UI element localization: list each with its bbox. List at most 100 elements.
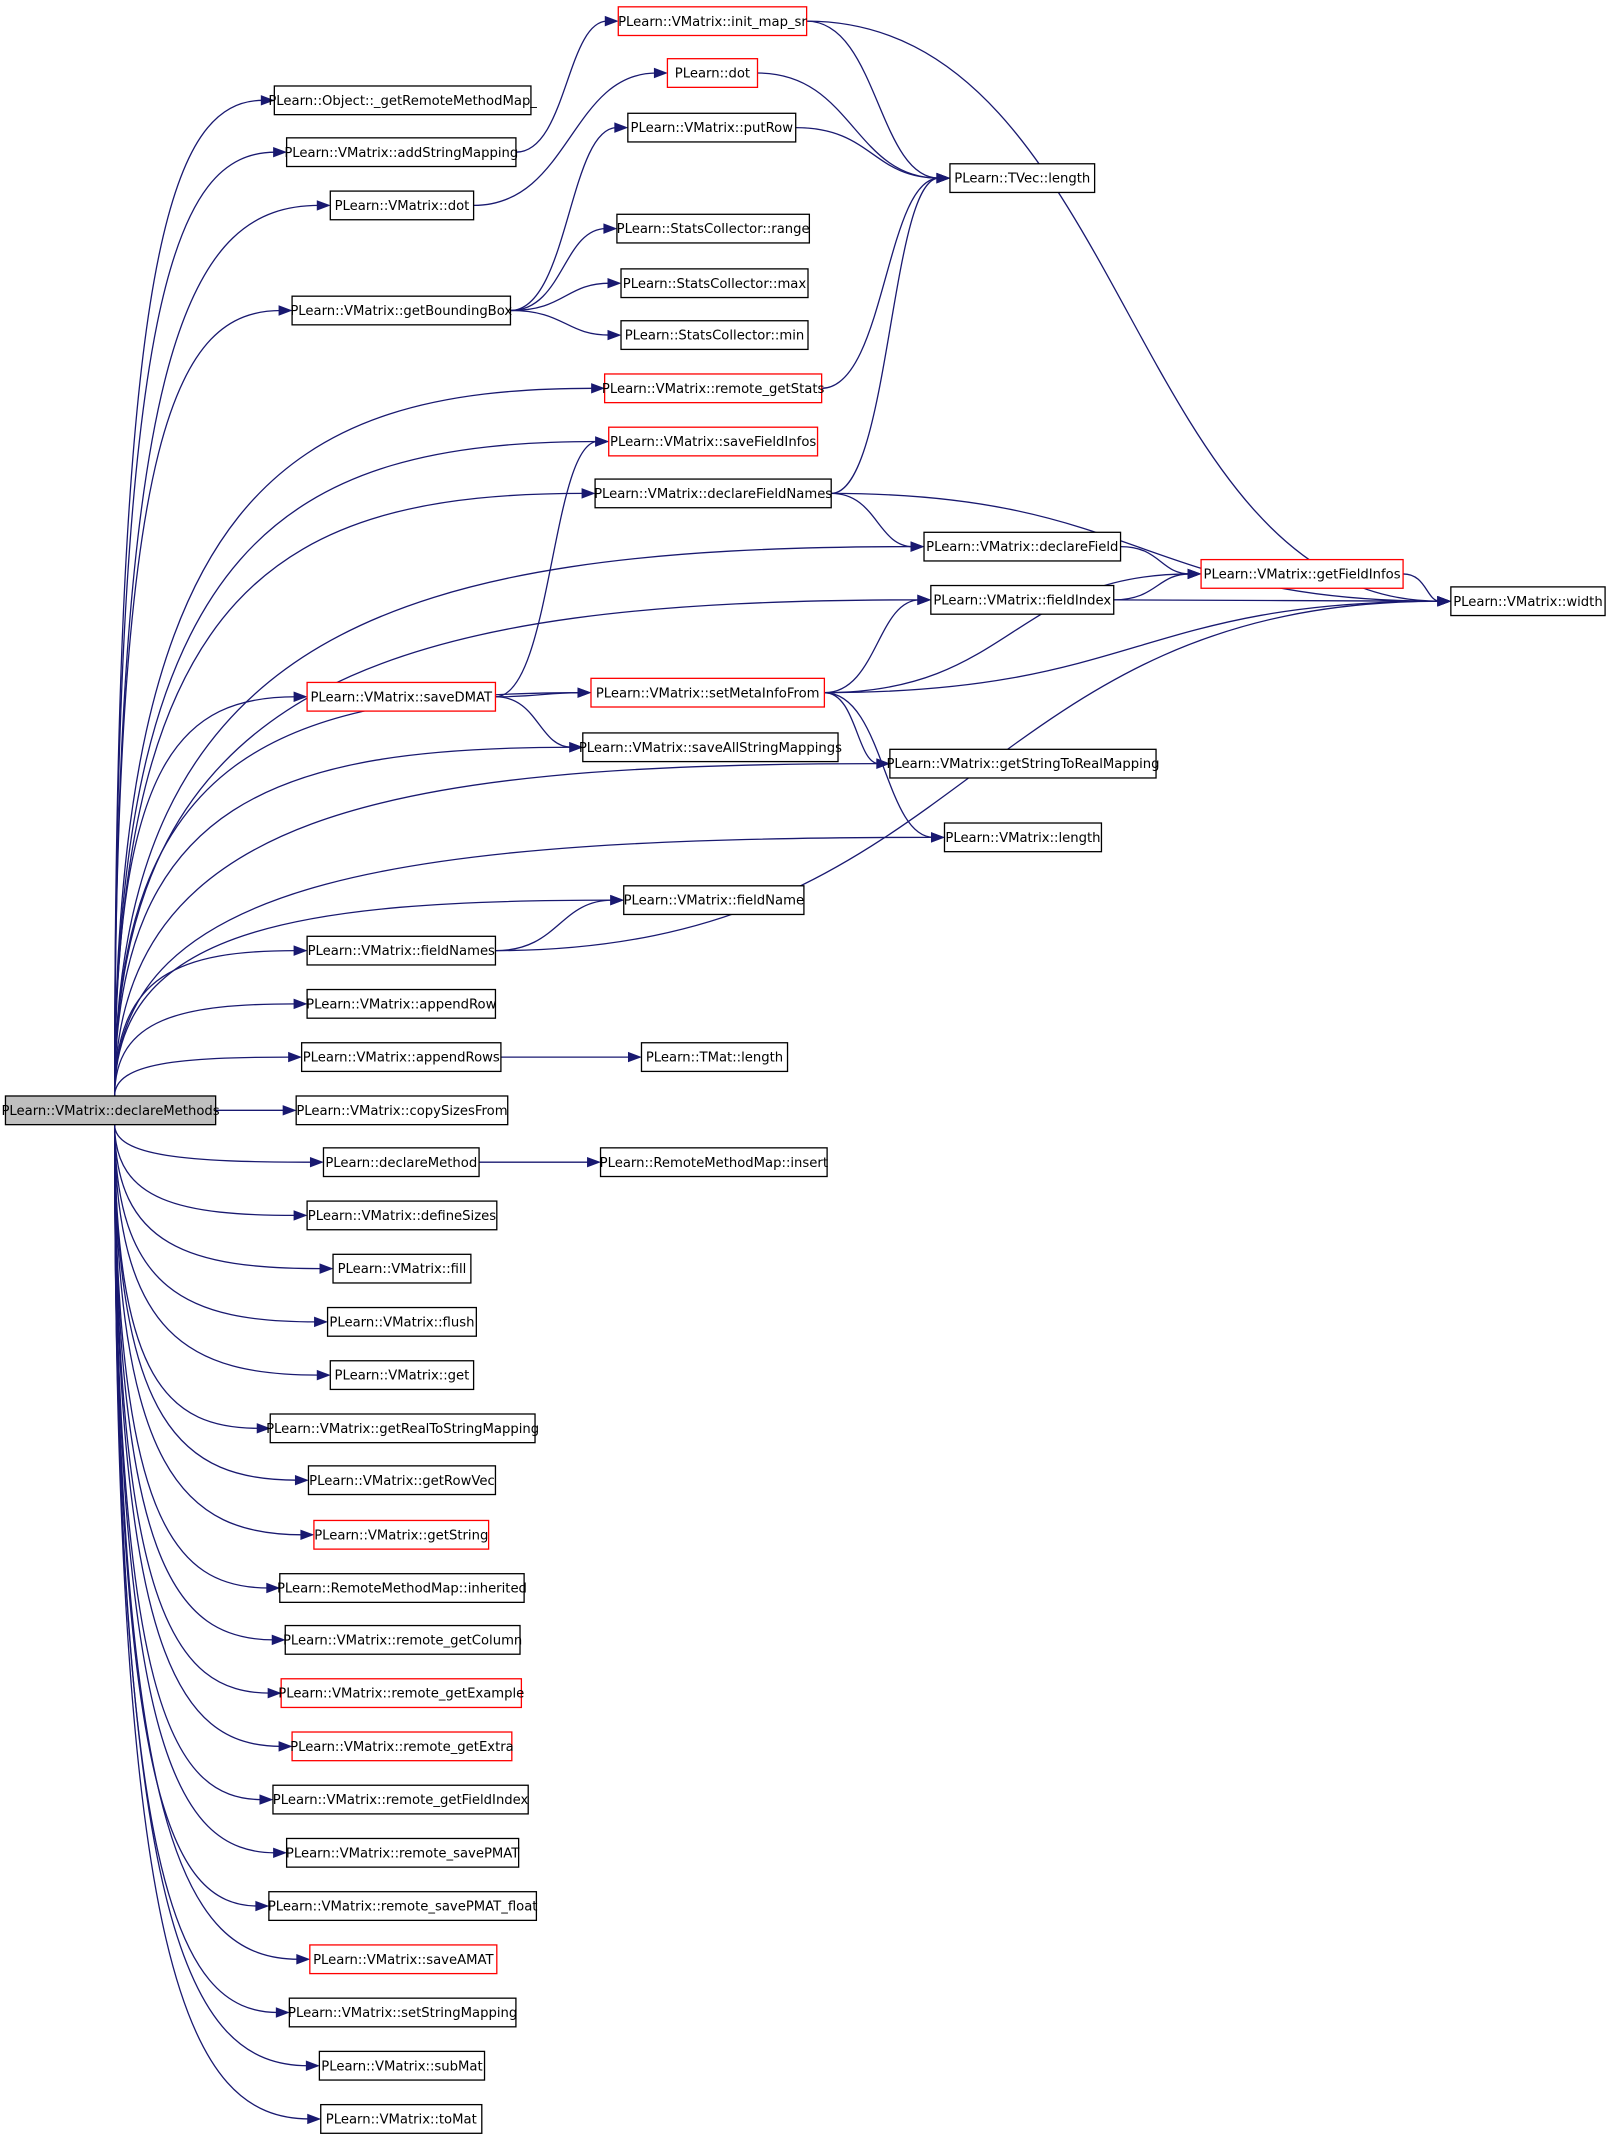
node-getRemoteMethodMap[interactable]: PLearn::Object::_getRemoteMethodMap_ [268, 85, 537, 116]
edge-line [113, 836, 934, 1096]
node-fieldName[interactable]: PLearn::VMatrix::fieldName [623, 885, 805, 916]
node-insert[interactable]: PLearn::RemoteMethodMap::insert [600, 1147, 828, 1178]
node-remote_savePMAT_float[interactable]: PLearn::VMatrix::remote_savePMAT_float [268, 1891, 538, 1922]
node-box [309, 1944, 498, 1975]
edge-line [510, 126, 617, 312]
node-inherited[interactable]: PLearn::RemoteMethodMap::inherited [277, 1573, 527, 1604]
edge-line [113, 1124, 320, 1376]
arrowhead-icon [266, 1582, 281, 1594]
edge-line [113, 1003, 297, 1096]
node-label: PLearn::VMatrix::fieldName [624, 894, 804, 909]
node-remote_getFieldIndex[interactable]: PLearn::VMatrix::remote_getFieldIndex [272, 1784, 529, 1815]
node-fieldIndex[interactable]: PLearn::VMatrix::fieldIndex [930, 584, 1115, 615]
node-box [291, 295, 512, 326]
node-saveFieldInfos[interactable]: PLearn::VMatrix::saveFieldInfos [608, 426, 819, 457]
node-copySizesFrom[interactable]: PLearn::VMatrix::copySizesFrom [295, 1095, 509, 1126]
arrowhead-icon [316, 200, 331, 211]
arrowhead-icon [603, 223, 618, 234]
edge-getBoundingBox-to-range [510, 223, 618, 312]
node-root[interactable]: PLearn::VMatrix::declareMethods [1, 1095, 220, 1126]
edge-line [113, 1124, 275, 1641]
node-putRow[interactable]: PLearn::VMatrix::putRow [627, 112, 797, 143]
node-min[interactable]: PLearn::StatsCollector::min [620, 320, 809, 351]
node-getStringToRealMapping[interactable]: PLearn::VMatrix::getStringToRealMapping [886, 748, 1159, 779]
node-fill[interactable]: PLearn::VMatrix::fill [332, 1253, 472, 1284]
node-getRealToStringMapping[interactable]: PLearn::VMatrix::getRealToStringMapping [266, 1413, 539, 1444]
node-label: PLearn::VMatrix::remote_savePMAT_float [268, 1900, 538, 1915]
node-appendRow[interactable]: PLearn::VMatrix::appendRow [306, 988, 497, 1019]
node-saveDMAT[interactable]: PLearn::VMatrix::saveDMAT [306, 681, 497, 712]
node-vmdot[interactable]: PLearn::VMatrix::dot [329, 190, 475, 221]
arrowhead-icon [610, 894, 625, 906]
node-max[interactable]: PLearn::StatsCollector::max [620, 268, 809, 299]
node-fieldNames[interactable]: PLearn::VMatrix::fieldNames [306, 935, 497, 966]
edge-line [113, 387, 594, 1096]
node-saveAllStringMappings[interactable]: PLearn::VMatrix::saveAllStringMappings [579, 732, 842, 763]
edge-line [113, 696, 297, 1096]
edge-root-to-addStringMapping [113, 146, 288, 1096]
edge-line [113, 692, 580, 1096]
node-tmatlength[interactable]: PLearn::TMat::length [640, 1042, 789, 1073]
node-box [284, 1624, 521, 1655]
edge-line [113, 1124, 279, 2014]
arrowhead-icon [294, 1474, 309, 1486]
node-flush[interactable]: PLearn::VMatrix::flush [326, 1306, 477, 1337]
node-setStringMapping[interactable]: PLearn::VMatrix::setStringMapping [288, 1997, 517, 2028]
node-range[interactable]: PLearn::StatsCollector::range [616, 213, 811, 244]
node-box [620, 320, 809, 351]
node-box [594, 478, 832, 509]
edge-root-to-getRemoteMethodMap [113, 95, 275, 1096]
node-label: PLearn::TMat::length [646, 1051, 783, 1066]
node-declareMethod[interactable]: PLearn::declareMethod [322, 1147, 480, 1178]
node-remote_getExtra[interactable]: PLearn::VMatrix::remote_getExtra [290, 1731, 514, 1762]
node-subMat[interactable]: PLearn::VMatrix::subMat [318, 2050, 486, 2081]
edge-root-to-remote_getExtra [113, 1124, 293, 1752]
node-declareFieldNames[interactable]: PLearn::VMatrix::declareFieldNames [594, 478, 832, 509]
edge-root-to-toMat [113, 1124, 322, 2125]
node-remote_getColumn[interactable]: PLearn::VMatrix::remote_getColumn [283, 1624, 522, 1655]
node-declareField[interactable]: PLearn::VMatrix::declareField [923, 531, 1122, 562]
edge-root-to-fieldIndex [113, 594, 932, 1096]
node-addStringMapping[interactable]: PLearn::VMatrix::addStringMapping [284, 137, 518, 168]
node-box [306, 681, 497, 712]
node-label: PLearn::VMatrix::fieldNames [308, 944, 495, 959]
node-defineSizes[interactable]: PLearn::VMatrix::defineSizes [306, 1200, 498, 1231]
edge-line [824, 573, 1191, 694]
node-appendRows[interactable]: PLearn::VMatrix::appendRows [300, 1042, 502, 1073]
node-box [332, 1253, 472, 1284]
node-toMat[interactable]: PLearn::VMatrix::toMat [320, 2103, 483, 2134]
node-tveclength[interactable]: PLearn::TVec::length [949, 163, 1096, 194]
node-width[interactable]: PLearn::VMatrix::width [1450, 586, 1606, 617]
node-remote_getStats[interactable]: PLearn::VMatrix::remote_getStats [602, 373, 825, 404]
node-init_map_sr[interactable]: PLearn::VMatrix::init_map_sr [617, 6, 807, 37]
node-get[interactable]: PLearn::VMatrix::get [329, 1360, 475, 1391]
edge-line [113, 1124, 310, 2120]
edge-line [113, 949, 297, 1096]
edge-root-to-saveAMAT [113, 1124, 311, 1965]
edge-line [113, 151, 276, 1096]
node-setMetaInfoFrom[interactable]: PLearn::VMatrix::setMetaInfoFrom [590, 677, 826, 708]
node-label: PLearn::VMatrix::remote_getColumn [283, 1633, 522, 1648]
node-remote_savePMAT[interactable]: PLearn::VMatrix::remote_savePMAT [286, 1837, 520, 1868]
node-getBoundingBox[interactable]: PLearn::VMatrix::getBoundingBox [290, 295, 512, 326]
node-getFieldInfos[interactable]: PLearn::VMatrix::getFieldInfos [1200, 558, 1404, 589]
node-getRowVec[interactable]: PLearn::VMatrix::getRowVec [307, 1465, 497, 1496]
arrowhead-icon [307, 2113, 322, 2125]
edge-root-to-getRowVec [113, 1124, 309, 1486]
node-pdot[interactable]: PLearn::dot [666, 58, 759, 89]
node-label: PLearn::VMatrix::remote_getFieldIndex [273, 1793, 529, 1808]
node-label: PLearn::VMatrix::subMat [321, 2059, 482, 2074]
edge-root-to-copySizesFrom [215, 1105, 297, 1116]
node-remote_getExample[interactable]: PLearn::VMatrix::remote_getExample [278, 1678, 524, 1709]
edge-line [824, 600, 1440, 694]
node-saveAMAT[interactable]: PLearn::VMatrix::saveAMAT [309, 1944, 498, 1975]
node-label: PLearn::VMatrix::getRealToStringMapping [266, 1422, 539, 1437]
node-vmlength[interactable]: PLearn::VMatrix::length [943, 822, 1103, 853]
arrowhead-icon [305, 2060, 320, 2071]
node-label: PLearn::VMatrix::saveFieldInfos [610, 435, 816, 450]
node-getString[interactable]: PLearn::VMatrix::getString [313, 1519, 490, 1550]
node-label: PLearn::StatsCollector::range [617, 222, 810, 237]
edge-line [113, 99, 264, 1096]
node-box [608, 426, 819, 457]
edge-root-to-inherited [113, 1124, 281, 1594]
